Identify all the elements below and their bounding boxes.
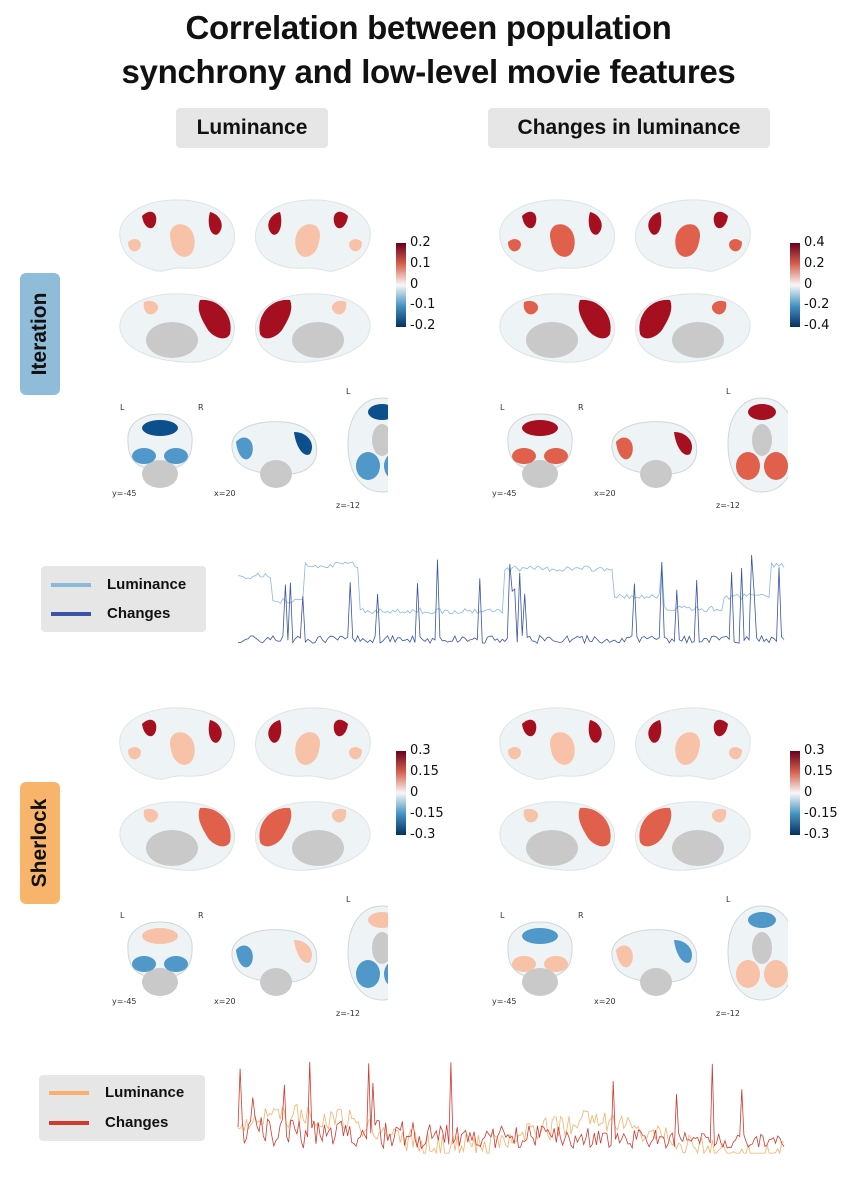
legend-label-changes: Changes xyxy=(105,1114,169,1131)
brain-render: LRy=-45x=20LRz=-12 xyxy=(112,707,388,1018)
series-luminance-line xyxy=(237,1103,785,1155)
legend-item-luminance: Luminance xyxy=(39,1083,205,1103)
colorbar-tick: 0.2 xyxy=(410,235,431,250)
slice-label-right: R xyxy=(578,403,584,412)
brain-render: LRy=-45x=20LRz=-12 xyxy=(112,199,388,510)
series-luminance-line xyxy=(237,561,785,615)
colorbar-tick: -0.3 xyxy=(410,827,436,842)
legend-iteration: Luminance Changes xyxy=(41,566,206,632)
colorbar-tick: -0.3 xyxy=(804,827,830,842)
legend-label-changes: Changes xyxy=(107,605,171,622)
timeseries-iteration xyxy=(237,554,785,645)
slice-label-right: R xyxy=(198,911,204,920)
slice-label-left: L xyxy=(726,387,731,396)
colorbar-tick: 0.2 xyxy=(804,256,825,271)
colorbar-tick: -0.4 xyxy=(804,318,830,333)
colorbar-sherlock-luminance xyxy=(396,751,406,835)
colorbar-tick: 0.3 xyxy=(410,743,431,758)
slice-label-y: y=-45 xyxy=(112,489,137,498)
slice-label-z: z=-12 xyxy=(336,1009,360,1018)
colorbar-sherlock-changes xyxy=(790,751,800,835)
brain-render: LRy=-45x=20LRz=-12 xyxy=(492,199,788,510)
legend-swatch-luminance xyxy=(49,1091,89,1095)
colorbar-tick: 0.15 xyxy=(804,764,833,779)
legend-sherlock: Luminance Changes xyxy=(39,1075,205,1141)
brain-panel-sherlock-luminance: LRy=-45x=20LRz=-12 xyxy=(108,698,388,1018)
colorbar-tick: 0.3 xyxy=(804,743,825,758)
colorbar-tick: 0.4 xyxy=(804,235,825,250)
colorbar-iteration-changes xyxy=(790,243,800,327)
brain-render: LRy=-45x=20LRz=-12 xyxy=(492,707,788,1018)
legend-label-luminance: Luminance xyxy=(105,1084,185,1101)
row-tag-iteration: Iteration xyxy=(20,273,60,395)
colorbar-tick: -0.15 xyxy=(804,806,838,821)
series-changes-line xyxy=(237,1061,785,1150)
brain-panel-iteration-luminance: LRy=-45x=20LRz=-12 xyxy=(108,190,388,510)
colorbar-tick: 0.1 xyxy=(410,256,431,271)
colorbar-tick: 0 xyxy=(410,785,419,800)
colorbar-iteration-luminance xyxy=(396,243,406,327)
column-header-changes-in-luminance: Changes in luminance xyxy=(488,108,770,148)
slice-label-left: L xyxy=(346,387,351,396)
legend-swatch-luminance xyxy=(51,583,91,587)
colorbar-tick: 0 xyxy=(804,277,813,292)
colorbar-tick: -0.2 xyxy=(804,297,830,312)
slice-label-left: L xyxy=(500,403,505,412)
legend-item-luminance: Luminance xyxy=(41,575,206,595)
slice-label-y: y=-45 xyxy=(492,489,517,498)
slice-label-y: y=-45 xyxy=(112,997,137,1006)
slice-label-left: L xyxy=(120,911,125,920)
colorbar-tick: 0.15 xyxy=(410,764,439,779)
legend-item-changes: Changes xyxy=(39,1113,205,1133)
legend-swatch-changes xyxy=(51,612,91,616)
slice-label-x: x=20 xyxy=(594,489,616,498)
slice-label-y: y=-45 xyxy=(492,997,517,1006)
colorbar-tick: -0.2 xyxy=(410,318,436,333)
slice-label-right: R xyxy=(578,911,584,920)
slice-label-z: z=-12 xyxy=(716,1009,740,1018)
series-changes-line xyxy=(237,554,785,645)
colorbar-tick: 0 xyxy=(804,785,813,800)
title-line-1: Correlation between population xyxy=(185,9,672,46)
slice-label-left: L xyxy=(500,911,505,920)
legend-label-luminance: Luminance xyxy=(107,576,187,593)
colorbar-tick: -0.1 xyxy=(410,297,436,312)
timeseries-sherlock xyxy=(237,1061,785,1155)
title-line-2: synchrony and low-level movie features xyxy=(121,53,736,90)
slice-label-z: z=-12 xyxy=(336,501,360,510)
brain-panel-sherlock-changes: LRy=-45x=20LRz=-12 xyxy=(488,698,788,1018)
row-label-sherlock: Sherlock xyxy=(28,798,51,888)
colorbar-tick: 0 xyxy=(410,277,419,292)
legend-item-changes: Changes xyxy=(41,604,206,624)
figure-title: Correlation between population synchrony… xyxy=(0,6,857,94)
slice-label-left: L xyxy=(346,895,351,904)
slice-label-x: x=20 xyxy=(594,997,616,1006)
legend-swatch-changes xyxy=(49,1121,89,1125)
slice-label-x: x=20 xyxy=(214,997,236,1006)
slice-label-right: R xyxy=(198,403,204,412)
row-label-iteration: Iteration xyxy=(28,292,51,376)
slice-label-z: z=-12 xyxy=(716,501,740,510)
row-tag-sherlock: Sherlock xyxy=(20,782,60,904)
slice-label-left: L xyxy=(120,403,125,412)
colorbar-tick: -0.15 xyxy=(410,806,444,821)
slice-label-left: L xyxy=(726,895,731,904)
column-header-luminance: Luminance xyxy=(176,108,328,148)
slice-label-x: x=20 xyxy=(214,489,236,498)
brain-panel-iteration-changes: LRy=-45x=20LRz=-12 xyxy=(488,190,788,510)
